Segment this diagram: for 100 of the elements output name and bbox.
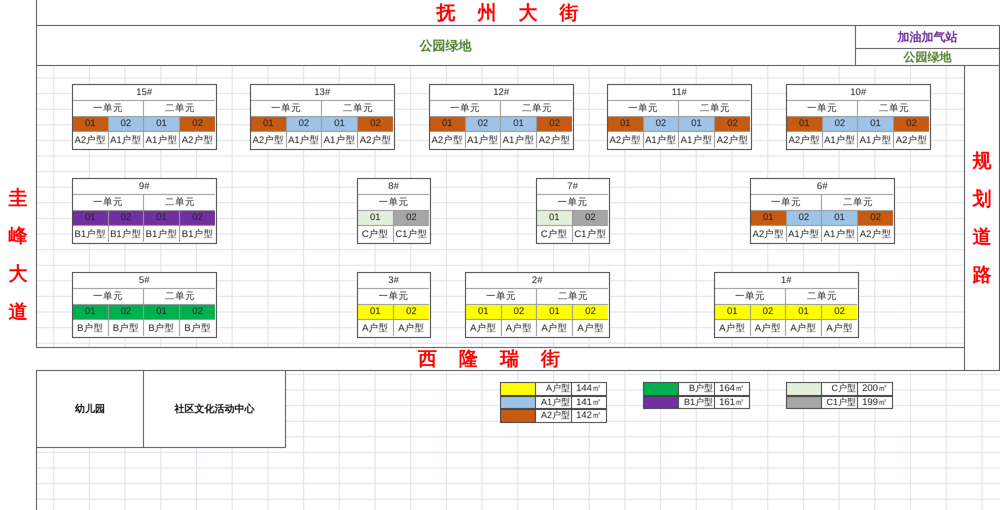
- building-table: [357, 178, 432, 244]
- apartment-number: 02: [714, 116, 750, 132]
- facility-block: [36, 370, 144, 448]
- apartment-number: 01: [322, 116, 358, 132]
- road-band: [964, 65, 1000, 371]
- unit-header: 二单元: [501, 100, 572, 116]
- building-table: [72, 84, 218, 150]
- apartment-number: 01: [537, 304, 573, 320]
- unit-type-label: A2户型: [73, 132, 109, 148]
- unit-header: 二单元: [144, 288, 216, 304]
- apartment-number: 01: [501, 116, 537, 132]
- unit-header: 一单元: [608, 100, 680, 116]
- apartment-number: 01: [858, 116, 894, 132]
- unit-header: 一单元: [358, 288, 430, 304]
- apartment-number: 01: [787, 116, 823, 132]
- unit-type-label: A1户型: [144, 132, 180, 148]
- apartment-number: 01: [430, 116, 466, 132]
- area-value: 142㎡: [571, 409, 607, 422]
- apartment-number: 01: [715, 304, 751, 320]
- apartment-number: 02: [572, 304, 608, 320]
- apartment-number: 02: [644, 116, 680, 132]
- road-name: 西隆瑞街: [418, 347, 582, 372]
- unit-type-label: C1户型: [572, 226, 608, 242]
- unit-header: 一单元: [787, 100, 858, 116]
- area-value: 199㎡: [857, 396, 893, 409]
- park-band: [36, 25, 856, 66]
- legend-label: C户型: [821, 382, 858, 396]
- unit-type-label: A2户型: [751, 226, 787, 242]
- area-label: 公园绿地: [420, 38, 472, 54]
- unit-header: 一单元: [751, 194, 822, 210]
- road-band: [36, 347, 965, 371]
- area-label: 幼儿园: [75, 402, 105, 416]
- unit-header: 二单元: [786, 288, 858, 304]
- unit-type-label: B1户型: [108, 226, 144, 242]
- unit-type-label: A户型: [750, 320, 786, 336]
- apartment-number: 01: [144, 210, 180, 226]
- apartment-number: 02: [750, 304, 786, 320]
- area-value: 144㎡: [571, 382, 607, 396]
- building-table: [714, 272, 860, 338]
- legend-label: A1户型: [535, 396, 572, 409]
- unit-header: 二单元: [537, 288, 608, 304]
- apartment-number: 02: [180, 304, 216, 320]
- apartment-number: 01: [466, 304, 502, 320]
- unit-type-label: A1户型: [286, 132, 322, 148]
- gas-station-band: [855, 25, 1000, 49]
- apartment-number: 01: [73, 116, 109, 132]
- apartment-number: 01: [679, 116, 715, 132]
- road-band: [0, 0, 37, 510]
- unit-type-label: B1户型: [73, 226, 109, 242]
- apartment-number: 02: [536, 116, 572, 132]
- apartment-number: 02: [108, 116, 144, 132]
- unit-header: 一单元: [73, 194, 144, 210]
- apartment-number: 01: [822, 210, 858, 226]
- legend-label: A户型: [535, 382, 572, 396]
- apartment-number: 01: [251, 116, 287, 132]
- unit-header: 一单元: [251, 100, 322, 116]
- apartment-number: 02: [858, 210, 894, 226]
- apartment-number: 01: [73, 304, 109, 320]
- unit-header: 二单元: [322, 100, 394, 116]
- apartment-number: 02: [822, 304, 858, 320]
- unit-header: 一单元: [73, 100, 144, 116]
- apartment-number: 01: [73, 210, 109, 226]
- apartment-number: 02: [394, 304, 430, 320]
- apartment-number: 01: [144, 304, 180, 320]
- apartment-number: 02: [108, 304, 144, 320]
- unit-type-label: A1户型: [501, 132, 537, 148]
- unit-type-label: A2户型: [608, 132, 644, 148]
- unit-type-label: A1户型: [108, 132, 144, 148]
- apartment-number: 02: [180, 116, 216, 132]
- park-band: [855, 48, 1000, 66]
- unit-type-label: A1户型: [786, 226, 822, 242]
- building-number: 10#: [787, 85, 930, 101]
- building-table: [72, 178, 218, 244]
- apartment-number: 01: [358, 304, 394, 320]
- unit-type-label: A1户型: [822, 226, 858, 242]
- legend-label: A2户型: [535, 409, 572, 422]
- unit-header: 二单元: [858, 100, 930, 116]
- unit-header: 一单元: [466, 288, 538, 304]
- road-band: [37, 0, 1000, 26]
- unit-header: 一单元: [73, 288, 144, 304]
- area-label: 加油加气站: [898, 28, 958, 46]
- unit-header: 二单元: [144, 194, 216, 210]
- building-table: [607, 84, 752, 150]
- apartment-number: 02: [466, 116, 502, 132]
- unit-header: 一单元: [715, 288, 786, 304]
- unit-type-label: B1户型: [144, 226, 180, 242]
- building-number: 12#: [430, 85, 572, 101]
- area-value: 141㎡: [571, 396, 607, 409]
- building-number: 9#: [73, 179, 216, 195]
- legend-label: B1户型: [678, 396, 715, 409]
- unit-header: 二单元: [679, 100, 750, 116]
- building-table: [250, 84, 396, 150]
- apartment-number: 02: [572, 210, 608, 226]
- apartment-number: 01: [751, 210, 787, 226]
- unit-type-label: C1户型: [394, 226, 430, 242]
- apartment-number: 02: [358, 116, 394, 132]
- building-number: 3#: [358, 273, 430, 289]
- unit-type-label: A户型: [502, 320, 538, 336]
- apartment-number: 02: [394, 210, 430, 226]
- building-number: 13#: [251, 85, 394, 101]
